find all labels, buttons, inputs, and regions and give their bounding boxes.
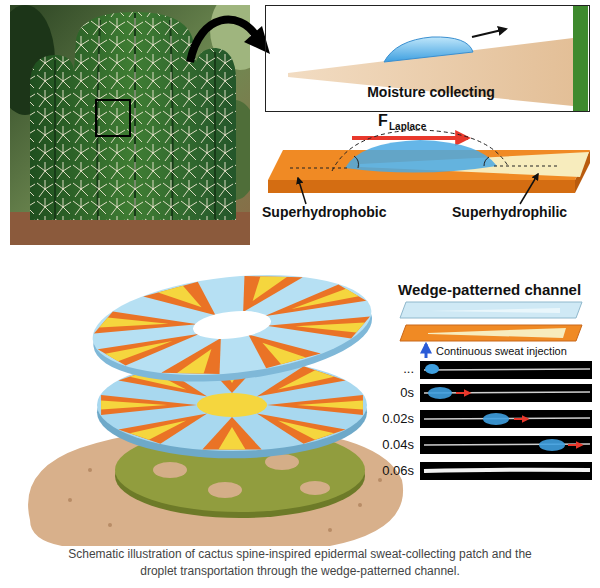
channel-line xyxy=(424,444,590,445)
hole xyxy=(300,481,330,495)
pore xyxy=(68,498,72,502)
pore xyxy=(378,478,382,482)
frame-strip xyxy=(420,410,592,428)
time-label: ... xyxy=(368,361,414,377)
leader-arrow xyxy=(298,178,306,204)
cactus-body xyxy=(30,12,236,220)
frame-strip xyxy=(420,462,592,480)
droplet xyxy=(483,413,509,425)
droplet xyxy=(428,387,452,399)
channel-panel xyxy=(400,302,592,480)
time-label: 0.02s xyxy=(368,411,414,427)
wettability-slab xyxy=(268,130,590,204)
pore xyxy=(88,468,92,472)
frame-bg xyxy=(420,410,592,428)
figure-caption: Schematic illustration of cactus spine-i… xyxy=(60,546,540,581)
wedge-pattern xyxy=(94,312,207,336)
bottom-plate xyxy=(400,325,582,341)
surface-label: Superhydrophilic xyxy=(452,204,567,221)
surface-label: Superhydrophobic xyxy=(262,204,386,221)
pore xyxy=(328,528,332,532)
cactus-spines xyxy=(30,12,236,220)
hole xyxy=(153,462,187,478)
force-symbol: F xyxy=(378,111,388,130)
motion-arrow xyxy=(456,392,470,394)
hole xyxy=(208,482,242,498)
frame-bg xyxy=(420,436,592,454)
wedge-pattern xyxy=(101,395,197,415)
top-plate xyxy=(400,302,582,318)
center-opening xyxy=(192,308,273,343)
wedge-pattern xyxy=(267,395,363,415)
time-label: 0.04s xyxy=(368,437,414,453)
droplet xyxy=(539,439,565,451)
wedge-track xyxy=(428,328,566,338)
motion-arrow xyxy=(472,29,506,37)
channel-line xyxy=(424,369,590,370)
node-label: Moisture collecting xyxy=(356,84,506,101)
water-droplet xyxy=(384,37,473,62)
cover-layer xyxy=(88,263,377,394)
leader-arrow xyxy=(520,174,538,204)
pore xyxy=(358,503,362,507)
motion-arrow xyxy=(568,444,582,446)
slab-front xyxy=(268,180,575,193)
cactus-photo xyxy=(10,5,250,245)
zoom-frame xyxy=(96,100,130,136)
cactus-stem xyxy=(573,6,588,111)
droplet xyxy=(425,364,439,374)
center-pad xyxy=(197,393,267,417)
time-label: 0.06s xyxy=(368,463,414,479)
patch-illustration xyxy=(28,263,403,546)
frame-strip xyxy=(420,436,592,454)
frame-strip xyxy=(420,361,592,379)
frame-strip xyxy=(420,384,592,402)
plate-channel xyxy=(430,308,560,313)
droplet-outline xyxy=(332,130,508,171)
contact-angle xyxy=(484,157,489,166)
motion-arrow xyxy=(514,418,528,420)
layer-top xyxy=(88,263,377,388)
pore xyxy=(108,523,112,527)
zoom-arrow-head xyxy=(244,26,270,54)
frame-bg xyxy=(420,462,592,480)
filled-channel xyxy=(424,470,590,471)
frame-bg xyxy=(420,384,592,402)
baseline xyxy=(494,166,560,167)
injection-arrow xyxy=(425,344,428,358)
panel-heading: Wedge-patterned channel xyxy=(398,281,581,299)
force-subscript: Laplace xyxy=(389,121,426,133)
frame-bg xyxy=(420,361,592,379)
droplet xyxy=(345,140,497,173)
wedge-pattern xyxy=(202,417,261,450)
baseline xyxy=(290,168,348,169)
time-label: 0s xyxy=(368,385,414,401)
spine-inset xyxy=(288,6,588,111)
flow-label: Continuous sweat injection xyxy=(436,345,567,358)
callout-box: Moisture collecting xyxy=(265,5,590,112)
wedge-pattern xyxy=(257,315,370,339)
contact-angle xyxy=(354,156,359,168)
